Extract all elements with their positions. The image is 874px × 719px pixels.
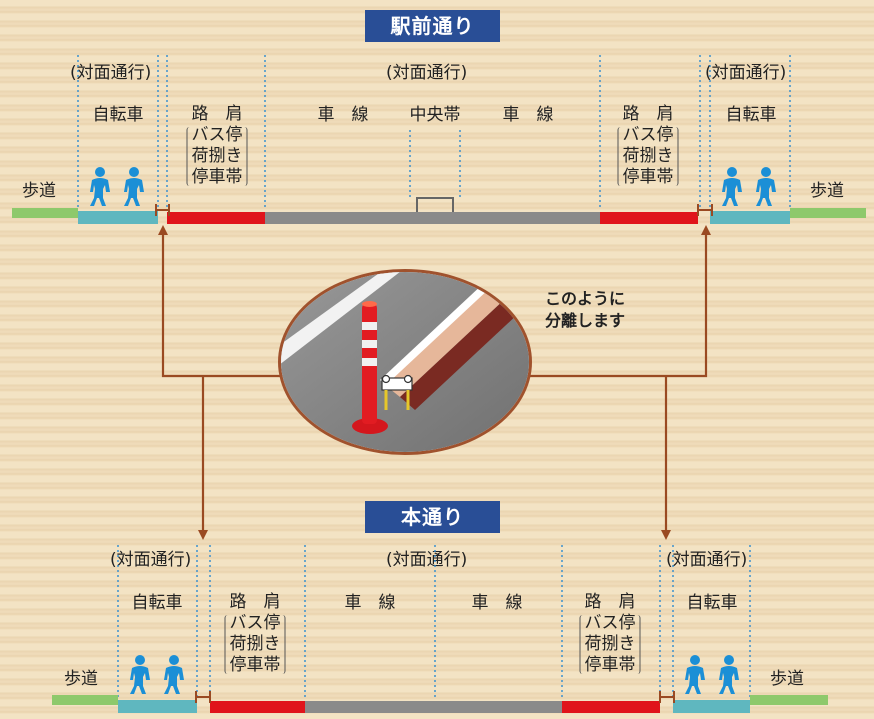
cyclist-icon: [756, 167, 776, 206]
top-median-label: 中央帯: [409, 105, 461, 125]
callout-text: このように 分離します: [545, 288, 625, 332]
bottom-shoulder-left-title: 路 肩: [229, 592, 281, 612]
bottom-sidewalk-right-label: 歩道: [770, 669, 804, 689]
top-sidewalk-left-label: 歩道: [22, 181, 56, 201]
top-bike-left-label: 自転車: [92, 105, 144, 125]
bottom-shoulder-right-line1: バス停: [584, 613, 636, 633]
bottom-shoulder-left-bracket: [224, 615, 286, 674]
bottom-road-surface: [305, 701, 562, 713]
bottom-shoulder-left-line3: 停車帯: [229, 655, 281, 675]
delineator-post-icon: [352, 301, 388, 434]
cyclist-icon: [685, 655, 705, 694]
top-shoulder-left-strip: [167, 212, 265, 224]
cyclist-icon: [164, 655, 184, 694]
callout-line2: 分離します: [545, 311, 626, 330]
top-sidewalk-right-label: 歩道: [810, 181, 844, 201]
bottom-shoulder-right-strip: [562, 701, 660, 713]
top-shoulder-right-bracket: [617, 127, 679, 186]
top-shoulder-left: 路 肩 バス停 荷捌き 停車帯: [186, 104, 248, 188]
top-sidewalk-left: [12, 208, 78, 218]
top-shoulder-right-line1: バス停: [622, 125, 674, 145]
top-shoulder-right-line3: 停車帯: [622, 167, 674, 187]
bottom-shoulder-right-bracket: [579, 615, 641, 674]
bottom-sidewalk-right: [750, 695, 828, 705]
top-title: 駅前通り: [365, 10, 500, 42]
top-shoulder-right-strip: [600, 212, 698, 224]
bottom-shoulder-right-title: 路 肩: [584, 592, 636, 612]
cyclist-icon: [719, 655, 739, 694]
cyclist-icon: [722, 167, 742, 206]
bottom-shoulder-left-strip: [210, 701, 305, 713]
connector-arrows: [158, 225, 711, 540]
top-separator-marks: [155, 204, 713, 216]
bottom-shoulder-right: 路 肩 バス停 荷捌き 停車帯: [579, 592, 641, 676]
top-twoway-left: (対面通行): [70, 63, 152, 83]
bottom-title: 本通り: [365, 501, 500, 533]
top-twoway-center: (対面通行): [386, 63, 468, 83]
bottom-shoulder-right-line2: 荷捌き: [584, 634, 636, 654]
top-lane-right-label: 車 線: [502, 105, 554, 125]
bottom-shoulder-left-line1: バス停: [229, 613, 281, 633]
bottom-twoway-left: (対面通行): [110, 550, 192, 570]
top-bike-lane-right: [710, 211, 790, 224]
top-bike-right-label: 自転車: [725, 105, 777, 125]
bottom-bike-lane-right: [673, 700, 750, 713]
top-bike-lane-left: [78, 211, 158, 224]
top-shoulder-left-line1: バス停: [191, 125, 243, 145]
bottom-bike-lane-left: [118, 700, 197, 713]
bottom-lane-left-label: 車 線: [344, 593, 396, 613]
bottom-separator-marks: [195, 691, 675, 703]
bottom-lane-right-label: 車 線: [471, 593, 523, 613]
cyclist-icon: [90, 167, 110, 206]
top-shoulder-right-title: 路 肩: [622, 104, 674, 124]
top-shoulder-right: 路 肩 バス停 荷捌き 停車帯: [617, 104, 679, 188]
top-shoulder-left-line3: 停車帯: [191, 167, 243, 187]
bottom-bike-right-label: 自転車: [686, 593, 738, 613]
bottom-shoulder-left: 路 肩 バス停 荷捌き 停車帯: [224, 592, 286, 676]
bottom-sidewalk-left-label: 歩道: [64, 669, 98, 689]
separator-curb-icon: [380, 272, 529, 410]
bottom-sidewalk-left: [52, 695, 118, 705]
top-twoway-right: (対面通行): [705, 63, 787, 83]
top-lane-left-label: 車 線: [317, 105, 369, 125]
bottom-shoulder-right-line3: 停車帯: [584, 655, 636, 675]
callout-line1: このように: [545, 289, 626, 308]
top-median-curb: [416, 197, 454, 212]
bottom-twoway-right: (対面通行): [666, 550, 748, 570]
cyclist-icon: [130, 655, 150, 694]
cyclist-icon: [124, 167, 144, 206]
top-shoulder-left-bracket: [186, 127, 248, 186]
top-road-surface: [265, 212, 600, 224]
bottom-twoway-center: (対面通行): [386, 550, 468, 570]
separation-lens: [278, 269, 532, 455]
top-shoulder-right-line2: 荷捌き: [622, 146, 674, 166]
top-shoulder-left-line2: 荷捌き: [191, 146, 243, 166]
top-shoulder-left-title: 路 肩: [191, 104, 243, 124]
top-sidewalk-right: [790, 208, 866, 218]
bottom-shoulder-left-line2: 荷捌き: [229, 634, 281, 654]
bottom-bike-left-label: 自転車: [131, 593, 183, 613]
top-guide-lines: [77, 55, 791, 210]
bottom-guide-lines: [117, 545, 751, 700]
